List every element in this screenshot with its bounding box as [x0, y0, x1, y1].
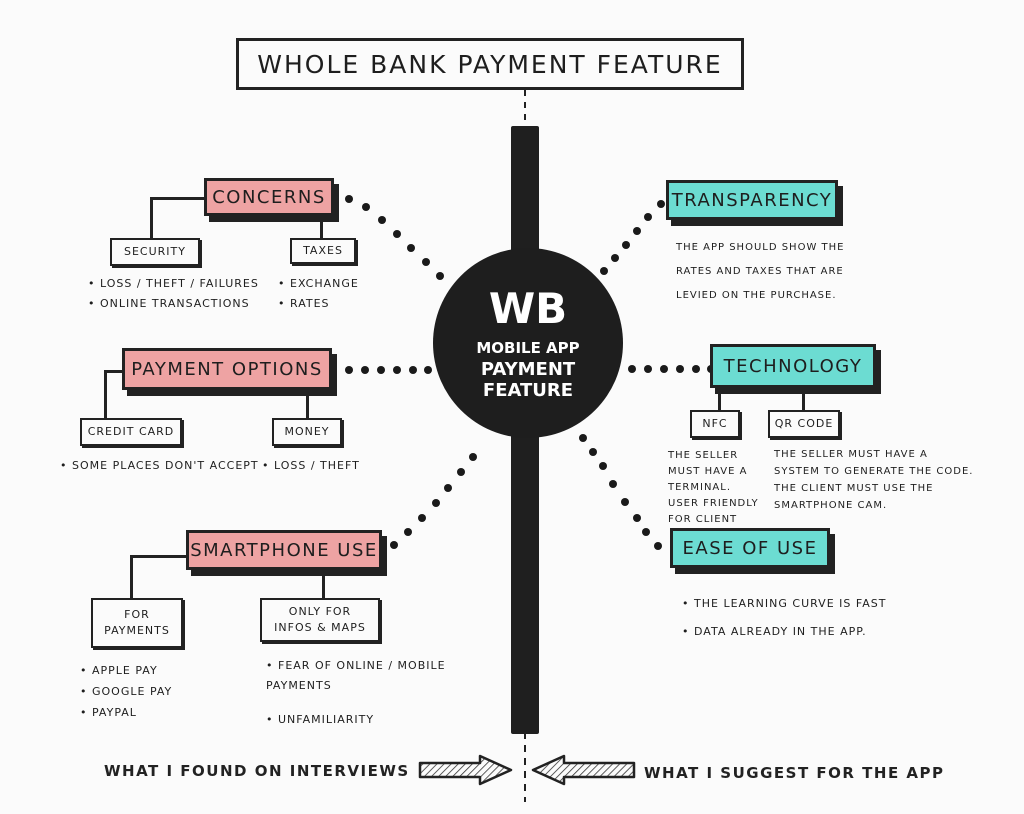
bullet-item: DATA ALREADY IN THE APP.	[682, 618, 886, 646]
note-line: FOR CLIENT	[668, 514, 738, 525]
connector-concerns	[345, 195, 459, 295]
tree-line	[104, 370, 107, 420]
nfc-notes: THE SELLER MUST HAVE A TERMINAL. USER FR…	[668, 448, 759, 528]
connector-smartphone-use	[390, 453, 477, 549]
tree-line	[802, 385, 805, 411]
note-line: THE CLIENT MUST USE THE	[774, 483, 934, 494]
tree-line	[130, 555, 133, 601]
bullet-item: APPLE PAY	[80, 660, 172, 681]
category-smartphone-use: SMARTPHONE USE	[186, 530, 382, 570]
ease-of-use-bullets: THE LEARNING CURVE IS FAST DATA ALREADY …	[682, 590, 886, 646]
subcategory-qr-code: QR CODE	[768, 410, 840, 438]
infos-maps-bullets: FEAR OF ONLINE / MOBILE PAYMENTS UNFAMIL…	[266, 656, 456, 730]
category-transparency: TRANSPARENCY	[666, 180, 838, 220]
tree-line	[150, 197, 153, 239]
note-line: SYSTEM TO GENERATE THE CODE.	[774, 466, 974, 477]
subcategory-money: MONEY	[272, 418, 342, 446]
transparency-notes: THE APP SHOULD SHOW THE RATES AND TAXES …	[676, 236, 844, 308]
category-ease-of-use: EASE OF USE	[670, 528, 830, 568]
tree-line	[150, 197, 206, 200]
subcategory-security: SECURITY	[110, 238, 200, 266]
bullet-item: THE LEARNING CURVE IS FAST	[682, 590, 886, 618]
credit-card-bullets: SOME PLACES DON'T ACCEPT	[60, 456, 259, 476]
note-line: LEVIED ON THE PURCHASE.	[676, 290, 837, 301]
footer-findings-label: WHAT I FOUND ON INTERVIEWS	[104, 762, 410, 780]
note-line: SMARTPHONE CAM.	[774, 500, 888, 511]
bullet-item: GOOGLE PAY	[80, 681, 172, 702]
bullet-item: EXCHANGE	[278, 274, 359, 294]
tree-line	[306, 388, 309, 418]
diagram-title: WHOLE BANK PAYMENT FEATURE	[236, 38, 744, 90]
bullet-item: LOSS / THEFT / FAILURES	[88, 274, 259, 294]
connector-ease-of-use	[579, 434, 662, 550]
tree-line	[320, 212, 323, 240]
note-line: THE SELLER	[668, 450, 739, 461]
note-line: MUST HAVE A	[668, 466, 748, 477]
category-concerns: CONCERNS	[204, 178, 334, 216]
bullet-item: UNFAMILIARITY	[266, 710, 456, 730]
qr-code-notes: THE SELLER MUST HAVE A SYSTEM TO GENERAT…	[774, 446, 973, 514]
footer-suggestions-label: WHAT I SUGGEST FOR THE APP	[644, 764, 945, 782]
subcategory-only-for-infos-maps: ONLY FOR INFOS & MAPS	[260, 598, 380, 642]
subcategory-label-line: PAYMENTS	[104, 624, 170, 637]
bullet-item: RATES	[278, 294, 359, 314]
subcategory-label-line: INFOS & MAPS	[274, 621, 366, 634]
bullet-item: LOSS / THEFT	[262, 456, 360, 476]
note-line: USER FRIENDLY	[668, 498, 759, 509]
subcategory-label-line: FOR	[124, 608, 150, 621]
hub-line: PAYMENT	[480, 358, 576, 380]
connector-technology	[628, 365, 715, 373]
security-bullets: LOSS / THEFT / FAILURES ONLINE TRANSACTI…	[88, 274, 259, 314]
tree-line	[718, 385, 721, 411]
footer-connector	[524, 732, 526, 802]
connector-payment-options	[345, 366, 432, 374]
category-payment-options: PAYMENT OPTIONS	[122, 348, 332, 390]
note-line: RATES AND TAXES THAT ARE	[676, 266, 844, 277]
hub-circle: WB MOBILE APP PAYMENT FEATURE	[433, 248, 623, 438]
note-line: TERMINAL.	[668, 482, 732, 493]
tree-line	[322, 568, 325, 600]
hub-line: FEATURE	[482, 379, 574, 401]
bullet-item: PAYPAL	[80, 702, 172, 723]
bullet-item: FEAR OF ONLINE / MOBILE PAYMENTS	[266, 656, 456, 696]
subcategory-taxes: TAXES	[290, 238, 356, 264]
right-arrow-icon	[418, 754, 514, 786]
subcategory-for-payments: FOR PAYMENTS	[91, 598, 183, 648]
bullet-item: SOME PLACES DON'T ACCEPT	[60, 456, 259, 476]
hub-logo: WB	[488, 283, 568, 333]
money-bullets: LOSS / THEFT	[262, 456, 360, 476]
for-payments-bullets: APPLE PAY GOOGLE PAY PAYPAL	[80, 660, 172, 723]
category-technology: TECHNOLOGY	[710, 344, 876, 388]
bullet-item: ONLINE TRANSACTIONS	[88, 294, 259, 314]
note-line: THE APP SHOULD SHOW THE	[676, 242, 845, 253]
hub-line: MOBILE APP	[476, 338, 580, 357]
taxes-bullets: EXCHANGE RATES	[278, 274, 359, 314]
left-arrow-icon	[530, 754, 636, 786]
subcategory-label-line: ONLY FOR	[288, 605, 352, 618]
tree-line	[130, 555, 188, 558]
note-line: THE SELLER MUST HAVE A	[774, 449, 928, 460]
subcategory-credit-card: CREDIT CARD	[80, 418, 182, 446]
connector-transparency	[589, 200, 665, 289]
tree-line	[104, 370, 126, 373]
subcategory-nfc: NFC	[690, 410, 740, 438]
